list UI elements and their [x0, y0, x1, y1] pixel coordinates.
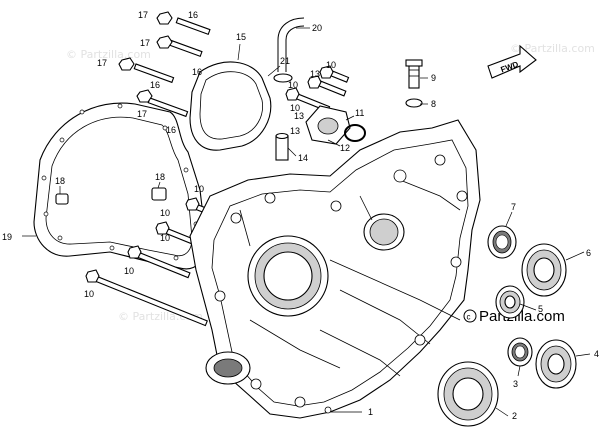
callout-13: 13 [294, 111, 304, 121]
hose-20 [277, 17, 305, 72]
callout-14: 14 [298, 153, 308, 163]
watermark-text: © Partzilla.com [510, 42, 595, 55]
studs-16 [133, 17, 211, 118]
callout-21: 21 [280, 56, 290, 66]
callout-19: 19 [2, 232, 12, 242]
callout-10: 10 [160, 208, 170, 218]
bearing-4 [535, 339, 577, 389]
callout-8: 8 [431, 99, 436, 109]
callout-3: 3 [513, 379, 518, 389]
bearing-6 [521, 243, 567, 297]
pipe-14 [275, 132, 289, 161]
callout-10: 10 [124, 266, 134, 276]
callout-11: 11 [355, 108, 364, 118]
callout-15: 15 [236, 32, 246, 42]
callout-17: 17 [140, 38, 150, 48]
o-ring-11 [344, 124, 366, 142]
callout-13: 13 [290, 126, 300, 136]
bearing-5 [495, 285, 525, 319]
callout-17: 17 [97, 58, 107, 68]
callout-7: 7 [511, 202, 516, 212]
callout-12: 12 [340, 143, 350, 153]
callout-5: 5 [538, 304, 543, 314]
callout-17: 17 [137, 109, 147, 119]
oil-seal-3 [507, 337, 533, 367]
callout-2: 2 [512, 411, 517, 421]
leader-lines [22, 27, 591, 417]
callout-labels: 1 2 3 4 5 6 7 8 9 10 10 10 10 10 10 10 1… [2, 10, 599, 421]
callout-1: 1 [368, 407, 373, 417]
callout-16: 16 [166, 125, 176, 135]
dowel-pins-18 [55, 187, 167, 205]
crankcase-1 [189, 119, 481, 419]
cover-12 [305, 105, 351, 145]
bolt [307, 75, 347, 97]
callout-13: 13 [310, 69, 320, 79]
callout-9: 9 [431, 73, 436, 83]
callout-10: 10 [84, 289, 94, 299]
callout-6: 6 [586, 248, 591, 258]
oil-seal-7 [487, 225, 517, 259]
callout-18: 18 [55, 176, 65, 186]
callout-18: 18 [155, 172, 165, 182]
nuts-17 [118, 11, 173, 103]
callout-16: 16 [150, 80, 160, 90]
callout-20: 20 [312, 23, 322, 33]
copyright-symbol: c [467, 313, 471, 322]
callout-10: 10 [194, 184, 204, 194]
bolt [85, 269, 208, 327]
drain-bolt-9 [405, 59, 423, 89]
callout-10: 10 [160, 233, 170, 243]
gasket-15 [189, 61, 272, 151]
bolt [127, 245, 191, 279]
bolt [319, 65, 350, 83]
washer-8 [405, 98, 423, 108]
bearing-2 [437, 361, 499, 427]
watermark-text: © Partzilla.com [66, 48, 151, 61]
callout-4: 4 [594, 349, 599, 359]
callout-16: 16 [192, 67, 202, 77]
callout-17: 17 [138, 10, 148, 20]
callout-10: 10 [290, 103, 300, 113]
callout-16: 16 [188, 10, 198, 20]
hose-clamp-21 [273, 73, 293, 83]
callout-10: 10 [288, 80, 298, 90]
callout-10: 10 [326, 60, 336, 70]
copyright-circle [463, 309, 477, 323]
